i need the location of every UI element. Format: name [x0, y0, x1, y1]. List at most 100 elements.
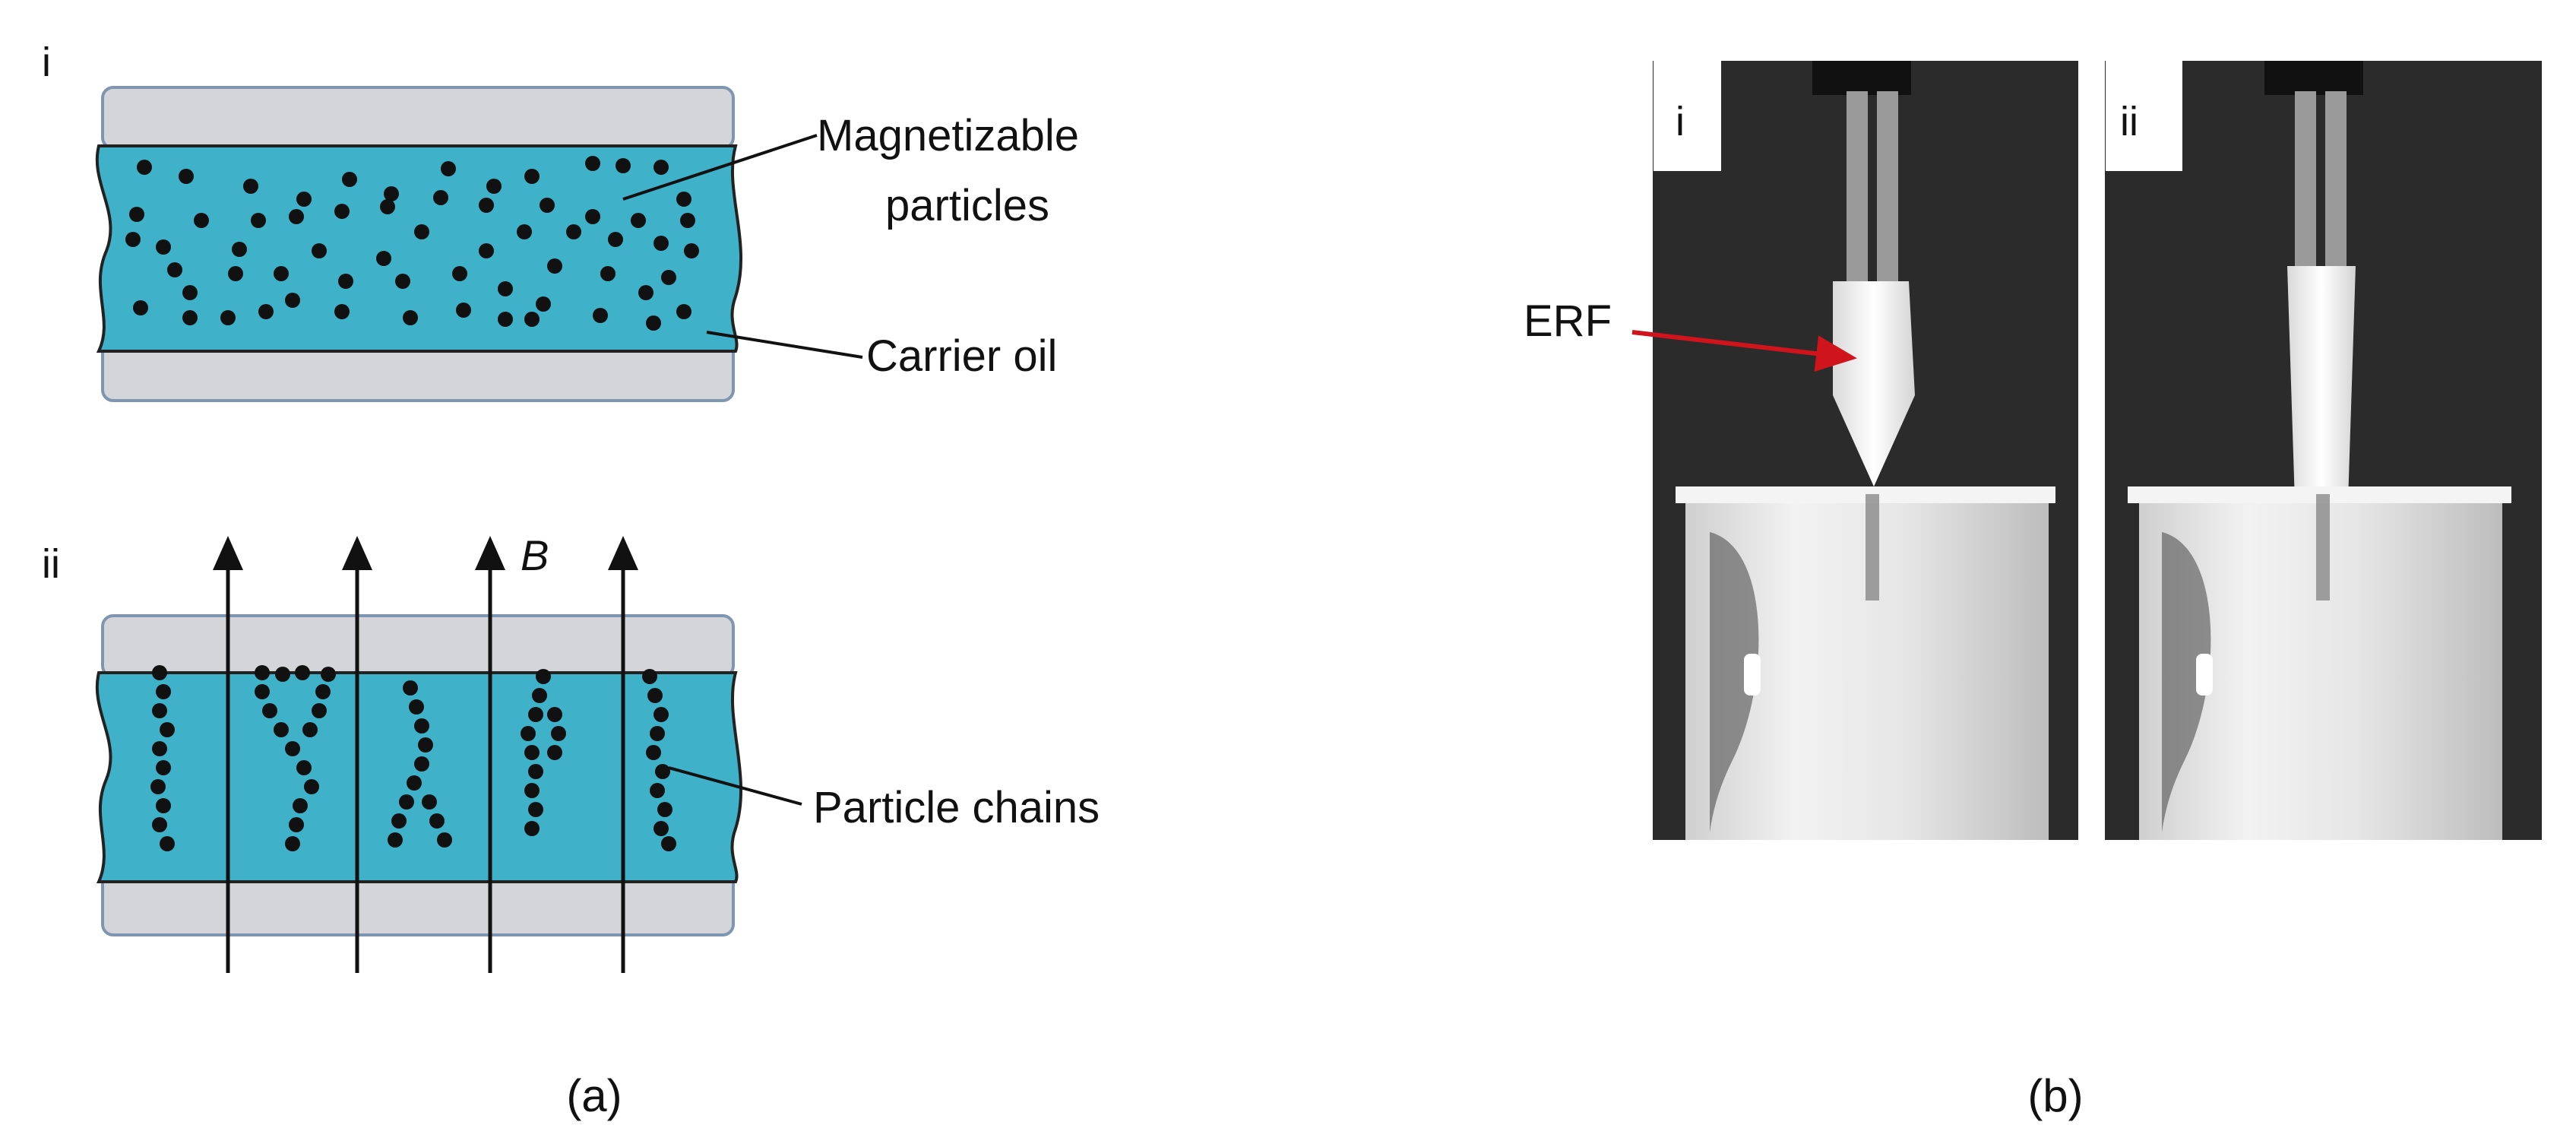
particle-chains: [150, 665, 676, 851]
erf-pointer: [1631, 330, 1857, 372]
photo-ii-corner: [2106, 61, 2182, 171]
caption-a: (a): [566, 1070, 622, 1121]
particle: [334, 304, 350, 319]
particle: [655, 764, 670, 779]
beaker-reflection: [2162, 532, 2211, 832]
particle: [479, 243, 494, 258]
particle: [312, 703, 327, 718]
particle: [220, 310, 236, 325]
particle: [293, 798, 308, 813]
label-magnetizable: Magnetizable: [817, 111, 1079, 160]
particle: [274, 266, 289, 281]
particle: [414, 224, 429, 239]
particle: [399, 794, 414, 810]
particle: [384, 186, 399, 201]
particle: [524, 821, 540, 836]
particle: [646, 315, 661, 331]
panel-a-ii-label: ii: [42, 541, 60, 587]
particle: [524, 783, 540, 798]
particle: [524, 745, 540, 760]
particle: [167, 262, 182, 277]
particle: [547, 707, 562, 722]
field-lines: [213, 536, 638, 973]
beaker-highlight: [1744, 654, 1761, 696]
particle: [289, 817, 304, 832]
particle: [684, 243, 699, 258]
particle: [160, 722, 175, 737]
particle: [536, 296, 551, 312]
particle: [152, 665, 167, 680]
particle: [403, 310, 418, 325]
particle: [653, 821, 669, 836]
particle: [433, 190, 448, 205]
beaker-inner-rod: [2316, 494, 2330, 601]
particle: [255, 684, 270, 699]
photo-i-corner: [1654, 61, 1721, 171]
particle: [182, 310, 198, 325]
particle: [334, 204, 350, 219]
particle: [528, 802, 543, 817]
photo-i: i ERF: [1524, 61, 2078, 840]
particle: [676, 192, 691, 207]
particle: [600, 266, 616, 281]
particle: [585, 156, 600, 171]
particle: [304, 779, 319, 794]
particle: [653, 236, 669, 251]
particle: [608, 232, 623, 247]
particle: [156, 760, 171, 775]
particle: [312, 243, 327, 258]
particle: [251, 213, 266, 228]
particle: [524, 169, 540, 184]
panel-a-i-label: i: [42, 40, 51, 85]
nozzle-clamp: [1812, 61, 1911, 95]
particle: [650, 726, 665, 741]
particle: [638, 285, 653, 300]
particle: [486, 179, 502, 194]
particle: [429, 813, 445, 829]
particle: [296, 192, 312, 207]
leader-chains: [668, 766, 802, 806]
particle: [194, 213, 209, 228]
top-plate: [101, 614, 735, 678]
field-symbol-b: B: [521, 531, 549, 579]
beaker-inner-rod: [1866, 494, 1879, 601]
particle: [302, 722, 318, 737]
caption-b: (b): [2027, 1070, 2083, 1121]
particle: [129, 207, 144, 222]
particle: [593, 308, 608, 323]
panel-b: i ERF ii (b): [1524, 61, 2542, 1121]
label-erf: ERF: [1524, 296, 1612, 346]
particle: [616, 158, 631, 173]
particle: [528, 707, 543, 722]
particle: [528, 764, 543, 779]
particle: [422, 794, 437, 810]
particle: [321, 667, 336, 682]
particle: [409, 699, 424, 715]
label-particles: particles: [885, 181, 1049, 230]
particle: [418, 737, 433, 753]
tube-left: [2295, 91, 2316, 270]
particle: [585, 209, 600, 224]
leader-oil: [706, 331, 863, 359]
tube-left: [1847, 91, 1868, 281]
particle: [661, 270, 676, 285]
particle: [285, 836, 300, 851]
particle: [653, 160, 669, 175]
particle: [498, 281, 513, 296]
particle: [650, 783, 665, 798]
particle: [156, 684, 171, 699]
beaker-reflection: [1710, 532, 1759, 832]
particle: [295, 665, 310, 680]
particle: [498, 312, 513, 327]
leader-particles: [622, 134, 818, 201]
particle: [452, 266, 467, 281]
particle: [376, 251, 391, 266]
panel-a-i: i Magnetizable particles Carrier oil: [42, 40, 1079, 402]
particle: [676, 304, 691, 319]
particle: [258, 304, 274, 319]
photo-ii-label: ii: [2120, 99, 2138, 144]
particle: [536, 669, 551, 684]
particle: [566, 224, 581, 239]
particle: [133, 300, 148, 315]
nozzle-clamp: [2264, 61, 2363, 95]
